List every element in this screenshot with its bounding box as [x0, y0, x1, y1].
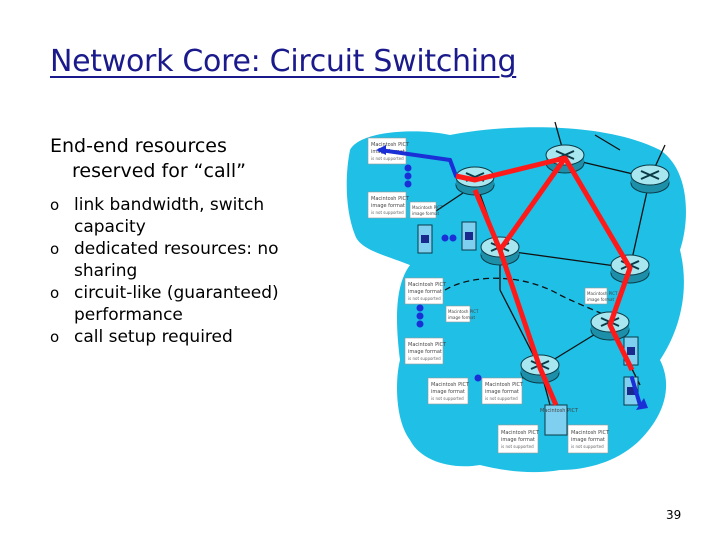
placeholder-title: Macintosh PICT: [408, 342, 447, 348]
dedicated-circuits: [455, 155, 635, 406]
placeholder-title: Macintosh PICT: [485, 382, 524, 388]
bullet-marker: o: [50, 328, 60, 346]
placeholder-note: is not supported: [371, 210, 404, 215]
arrowhead-icon: [636, 398, 648, 410]
bullet-item: o link bandwidth, switch capacity: [50, 194, 315, 238]
placeholder-note: is not supported: [408, 356, 441, 361]
bullet-marker: o: [50, 284, 60, 302]
placeholder-title: Macintosh PICT: [371, 142, 410, 148]
placeholder-note: is not supported: [485, 396, 518, 401]
bullet-item: o circuit-like (guaranteed) performance: [50, 282, 315, 326]
bullet-text: call setup required: [74, 327, 233, 347]
intro-line-2: reserved for “call”: [72, 160, 247, 182]
lan-bus: [404, 164, 482, 382]
placeholder-title: Macintosh PICT: [371, 196, 410, 202]
placeholder-note: is not supported: [371, 156, 404, 161]
placeholder-sub: image format: [412, 211, 440, 216]
placeholder-title: Macintosh PICT: [587, 291, 618, 296]
placeholder-title: Macintosh PICT: [412, 205, 443, 210]
placeholder-sub: image format: [587, 297, 615, 302]
server: [417, 224, 433, 254]
arrowhead-icon: [376, 145, 386, 155]
placeholder-sub: image format: [408, 349, 442, 355]
placeholder-sub: image format: [485, 389, 519, 395]
bullet-text: dedicated resources: no sharing: [74, 239, 279, 281]
placeholder-sub: image format: [501, 437, 535, 443]
placeholder-title: Macintosh PICT: [540, 408, 579, 414]
placeholder-note: is not supported: [431, 396, 464, 401]
placeholder-sub: image format: [431, 389, 465, 395]
placeholder-title: Macintosh PICT: [431, 382, 470, 388]
placeholder-sub: image format: [571, 437, 605, 443]
placeholder-title: Macintosh PICT: [408, 282, 447, 288]
bullet-text: circuit-like (guaranteed) performance: [74, 283, 279, 325]
server: [461, 221, 477, 251]
placeholder-sub: image format: [408, 289, 442, 295]
placeholder-title: Macintosh PICT: [448, 309, 479, 314]
placeholder-note: is not supported: [408, 296, 441, 301]
placeholder-sub: image format: [448, 315, 476, 320]
slide-title: Network Core: Circuit Switching: [50, 44, 517, 79]
placeholder-note: is not supported: [571, 444, 604, 449]
bullet-item: o dedicated resources: no sharing: [50, 238, 315, 282]
placeholder-title: Macintosh PICT: [501, 430, 540, 436]
placeholder-note: is not supported: [501, 444, 534, 449]
bullet-marker: o: [50, 240, 60, 258]
bullet-item: o call setup required: [50, 326, 315, 348]
intro-text: End-end resources reserved for “call”: [50, 134, 350, 184]
bullet-text: link bandwidth, switch capacity: [74, 195, 265, 237]
placeholder-title: Macintosh PICT: [571, 430, 610, 436]
host-access-links: [378, 148, 642, 407]
placeholder-sub: image format: [371, 203, 405, 209]
slide-number: 39: [666, 508, 682, 522]
intro-line-1: End-end resources: [50, 135, 227, 157]
bullet-marker: o: [50, 196, 60, 214]
router: [630, 164, 670, 194]
